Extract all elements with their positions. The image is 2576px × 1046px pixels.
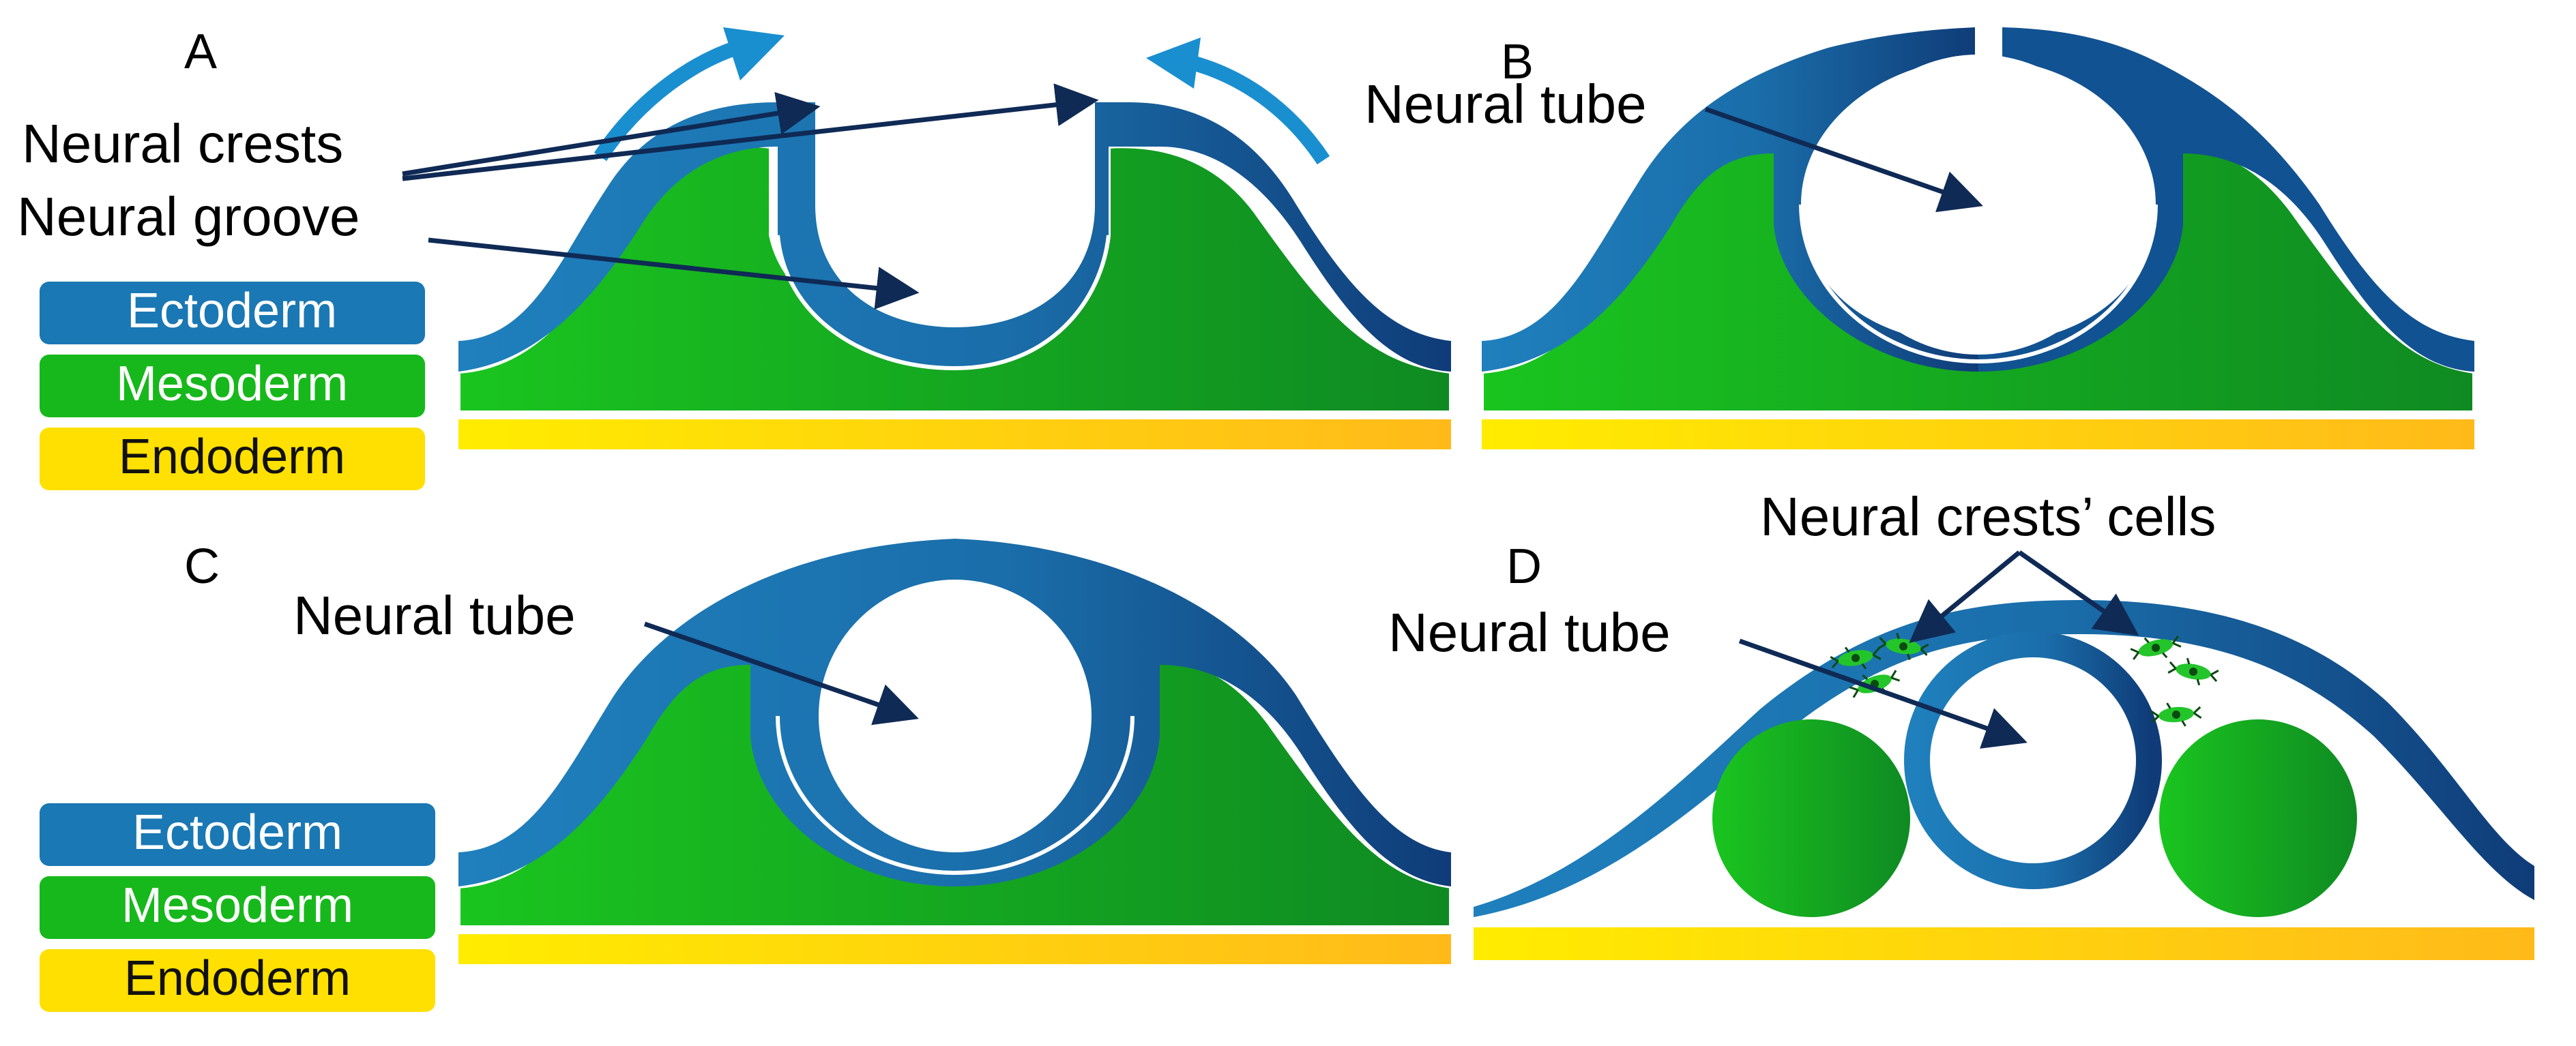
neural-tube-lumen-c bbox=[819, 580, 1092, 852]
legend-bottom-ectoderm-label: Ectoderm bbox=[132, 805, 342, 860]
pointer-neural-crests-cells-right bbox=[2017, 550, 2139, 636]
panel-b: B Neural tube bbox=[1364, 27, 2476, 449]
panel-label-c: C bbox=[184, 539, 220, 594]
endoderm-layer-b bbox=[1482, 419, 2474, 449]
pointer-neural-tube-c bbox=[643, 621, 919, 726]
label-neural-crests-cells: Neural crests’ cells bbox=[1760, 486, 2216, 547]
ectoderm-layer-b-left bbox=[1482, 27, 1978, 372]
legend-bottom-endoderm-swatch bbox=[40, 949, 435, 1012]
panel-d: D Neural crests’ cells Neural tube bbox=[1388, 486, 2534, 960]
legend-bottom: Ectoderm Mesoderm Endoderm bbox=[40, 803, 435, 1012]
fold-arrow-right bbox=[1185, 54, 1330, 165]
mesoderm-somite-left bbox=[1712, 719, 1910, 917]
pointer-neural-groove bbox=[428, 237, 920, 310]
endoderm-layer-a bbox=[458, 419, 1451, 449]
legend-bottom-mesoderm-swatch bbox=[40, 876, 435, 939]
mesoderm-layer-a bbox=[456, 143, 1453, 415]
pointer-neural-crests-cells-left bbox=[1909, 550, 2021, 644]
pointer-neural-crests-right bbox=[402, 83, 1099, 181]
legend-bottom-mesoderm-label: Mesoderm bbox=[121, 878, 353, 933]
legend-top: Ectoderm Mesoderm Endoderm bbox=[40, 282, 425, 490]
pointer-neural-tube-b bbox=[1704, 106, 1983, 213]
legend-bottom-ectoderm-swatch bbox=[40, 803, 435, 866]
legend-top-endoderm-label: Endoderm bbox=[119, 430, 345, 484]
endoderm-layer-c bbox=[458, 934, 1451, 964]
mesoderm-somite-right bbox=[2159, 719, 2357, 917]
ectoderm-layer-b-right bbox=[1978, 27, 2474, 372]
label-neural-tube-d: Neural tube bbox=[1388, 602, 1671, 663]
endoderm-layer-d bbox=[1474, 927, 2534, 960]
neural-tube-d bbox=[1904, 631, 2162, 889]
label-neural-tube-c: Neural tube bbox=[293, 585, 576, 646]
legend-bottom-endoderm-label: Endoderm bbox=[124, 951, 351, 1006]
panel-label-b: B bbox=[1501, 35, 1534, 89]
panel-label-a: A bbox=[184, 25, 217, 79]
panel-a: A Neural crests Neural groove bbox=[17, 25, 1453, 449]
legend-top-mesoderm-swatch bbox=[40, 355, 425, 417]
panel-c: C Neural tube bbox=[184, 539, 1453, 964]
legend-top-ectoderm-swatch bbox=[40, 282, 425, 344]
legend-top-ectoderm-label: Ectoderm bbox=[127, 284, 337, 338]
label-neural-tube-b: Neural tube bbox=[1364, 74, 1647, 134]
neural-tube-lumen-b bbox=[1828, 55, 2128, 355]
legend-top-mesoderm-label: Mesoderm bbox=[116, 357, 348, 411]
label-neural-crests: Neural crests bbox=[22, 113, 343, 174]
legend-top-endoderm-swatch bbox=[40, 428, 425, 490]
fold-arrow-right-head bbox=[1146, 38, 1201, 89]
pointer-neural-crests-left bbox=[402, 91, 821, 177]
fold-arrow-left bbox=[594, 40, 740, 162]
fold-arrow-left-head bbox=[723, 27, 785, 80]
pointer-neural-tube-d bbox=[1738, 638, 2028, 749]
label-neural-groove: Neural groove bbox=[17, 186, 360, 247]
panel-label-d: D bbox=[1506, 539, 1542, 594]
